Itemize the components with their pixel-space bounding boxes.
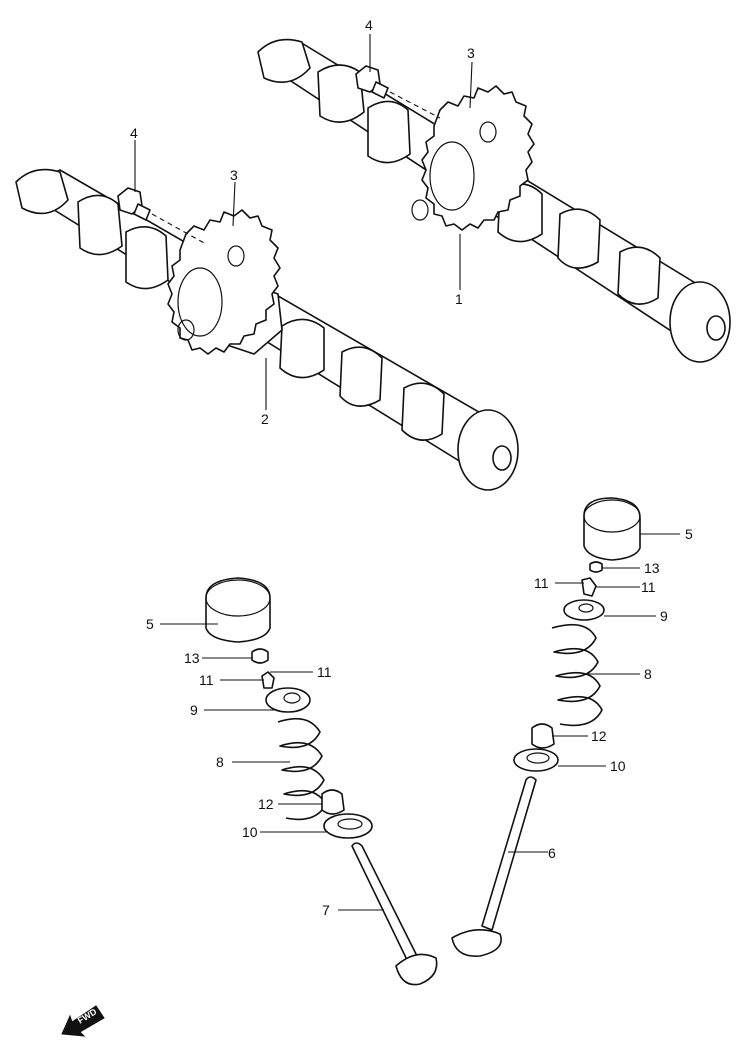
callout-11-right-b: 11 (641, 579, 656, 595)
bolt-path-lower (151, 213, 207, 245)
seat-10-right (513, 748, 559, 772)
callout-4-lower: 4 (130, 125, 138, 141)
callout-13-left: 13 (184, 650, 200, 666)
bolt-path-upper (389, 91, 441, 119)
cotter-11-right (581, 577, 597, 597)
tappet-5-right (583, 497, 641, 561)
sprocket-3-lower (167, 209, 281, 355)
fwd-arrow-icon: FWD (61, 1005, 105, 1037)
retainer-9-left (265, 687, 311, 713)
seat-10-left (323, 813, 373, 839)
retainer-9-right (563, 599, 605, 621)
shim-13-right (589, 561, 603, 573)
spring-8-right (551, 623, 603, 727)
cotter-11-left (261, 671, 275, 689)
callout-5-right: 5 (685, 526, 693, 542)
leader-lines (134, 34, 680, 911)
sprocket-3-upper (411, 85, 535, 231)
valve-6 (451, 776, 537, 957)
callout-8-left: 8 (216, 754, 224, 770)
shim-13-left (251, 648, 269, 664)
seal-12-right (531, 723, 555, 749)
callout-labels: 1 2 3 3 4 4 5 5 6 7 8 8 9 9 10 10 11 11 … (130, 17, 693, 918)
callout-2: 2 (261, 411, 269, 427)
callout-10-right: 10 (610, 758, 626, 774)
seal-12-left (321, 789, 345, 815)
callout-11-left-a: 11 (199, 672, 214, 688)
tappet-5-left (205, 577, 271, 643)
callout-3-upper: 3 (467, 45, 475, 61)
callout-4-upper: 4 (365, 17, 373, 33)
callout-13-right: 13 (644, 560, 660, 576)
callout-11-right-a: 11 (534, 575, 549, 591)
callout-11-left-b: 11 (317, 664, 332, 680)
callout-9-right: 9 (660, 608, 668, 624)
callout-6: 6 (548, 845, 556, 861)
callout-8-right: 8 (644, 666, 652, 682)
callout-3-lower: 3 (230, 167, 238, 183)
callout-9-left: 9 (190, 702, 198, 718)
bolt-4-lower (117, 187, 151, 221)
valve-7 (351, 842, 438, 986)
callout-10-left: 10 (242, 824, 258, 840)
callout-12-left: 12 (258, 796, 274, 812)
bolt-4-upper (355, 65, 389, 99)
callout-12-right: 12 (591, 728, 607, 744)
spring-8-left (277, 717, 327, 821)
callout-7: 7 (322, 902, 330, 918)
callout-5-left: 5 (146, 616, 154, 632)
callout-1: 1 (455, 291, 463, 307)
